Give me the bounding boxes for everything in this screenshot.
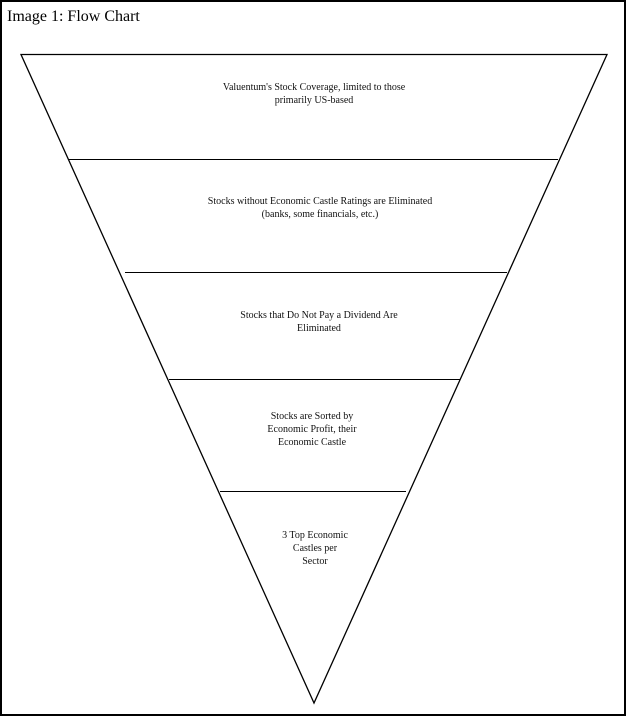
stage-4-line-2: Economic Profit, their xyxy=(267,424,357,435)
stage-4-line-3: Economic Castle xyxy=(277,437,347,448)
figure-title: Image 1: Flow Chart xyxy=(7,8,140,25)
stage-2-line-2: (banks, some financials, etc.) xyxy=(261,209,379,220)
stage-3-line-2: Eliminated xyxy=(297,323,341,334)
stage-4-line-1: Stocks are Sorted by xyxy=(270,411,354,422)
stage-1-line-2: primarily US-based xyxy=(274,95,354,106)
stage-3-line-1: Stocks that Do Not Pay a Dividend Are xyxy=(240,310,398,321)
funnel-stage-4: Stocks are Sorted by Economic Profit, th… xyxy=(267,410,356,449)
funnel-stage-3: Stocks that Do Not Pay a Dividend Are El… xyxy=(240,309,397,335)
funnel-stage-1: Valuentum's Stock Coverage, limited to t… xyxy=(223,81,405,107)
funnel-stage-2: Stocks without Economic Castle Ratings a… xyxy=(208,195,432,221)
stage-5-line-2: Castles per xyxy=(292,543,338,554)
stage-2-line-1: Stocks without Economic Castle Ratings a… xyxy=(207,196,433,207)
funnel-outline xyxy=(19,53,609,705)
stage-5-line-3: Sector xyxy=(302,556,328,567)
stage-1-line-1: Valuentum's Stock Coverage, limited to t… xyxy=(222,82,406,93)
funnel-stage-5: 3 Top Economic Castles per Sector xyxy=(282,529,348,568)
stage-5-line-1: 3 Top Economic xyxy=(282,530,348,541)
